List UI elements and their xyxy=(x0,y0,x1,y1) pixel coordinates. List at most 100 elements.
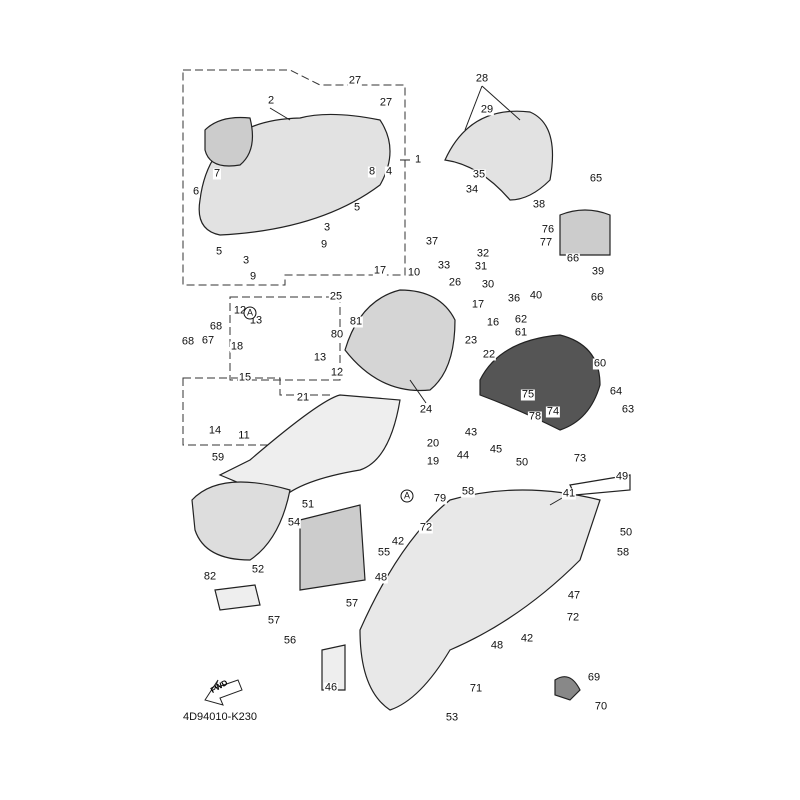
callout-76[interactable]: 76 xyxy=(540,223,556,236)
callout-13[interactable]: 13 xyxy=(248,314,264,327)
callout-4[interactable]: 4 xyxy=(384,165,394,178)
callout-7[interactable]: 7 xyxy=(212,167,222,180)
callout-79[interactable]: 79 xyxy=(432,492,448,505)
callout-17[interactable]: 17 xyxy=(372,264,388,277)
callout-8[interactable]: 8 xyxy=(367,165,377,178)
callout-66[interactable]: 66 xyxy=(589,291,605,304)
callout-25[interactable]: 25 xyxy=(328,290,344,303)
callout-43[interactable]: 43 xyxy=(463,426,479,439)
callout-37[interactable]: 37 xyxy=(424,235,440,248)
callout-12[interactable]: 12 xyxy=(329,366,345,379)
callout-20[interactable]: 20 xyxy=(425,437,441,450)
callout-48[interactable]: 48 xyxy=(373,571,389,584)
callout-68[interactable]: 68 xyxy=(180,335,196,348)
callout-47[interactable]: 47 xyxy=(566,589,582,602)
callout-39[interactable]: 39 xyxy=(590,265,606,278)
callout-3[interactable]: 3 xyxy=(322,221,332,234)
callout-15[interactable]: 15 xyxy=(237,371,253,384)
callout-80[interactable]: 80 xyxy=(329,328,345,341)
callout-70[interactable]: 70 xyxy=(593,700,609,713)
callout-35[interactable]: 35 xyxy=(471,168,487,181)
callout-40[interactable]: 40 xyxy=(528,289,544,302)
callout-52[interactable]: 52 xyxy=(250,563,266,576)
callout-72[interactable]: 72 xyxy=(565,611,581,624)
callout-16[interactable]: 16 xyxy=(485,316,501,329)
callout-22[interactable]: 22 xyxy=(481,348,497,361)
callout-73[interactable]: 73 xyxy=(572,452,588,465)
callout-58[interactable]: 58 xyxy=(460,485,476,498)
callout-13[interactable]: 13 xyxy=(312,351,328,364)
callout-44[interactable]: 44 xyxy=(455,449,471,462)
callout-57[interactable]: 57 xyxy=(266,614,282,627)
callout-45[interactable]: 45 xyxy=(488,443,504,456)
callout-23[interactable]: 23 xyxy=(463,334,479,347)
callout-27[interactable]: 27 xyxy=(347,74,363,87)
callout-56[interactable]: 56 xyxy=(282,634,298,647)
callout-A[interactable]: A xyxy=(400,489,414,503)
callout-12[interactable]: 12 xyxy=(232,304,248,317)
callout-28[interactable]: 28 xyxy=(474,72,490,85)
callout-41[interactable]: 41 xyxy=(561,487,577,500)
callout-50[interactable]: 50 xyxy=(514,456,530,469)
callout-42[interactable]: 42 xyxy=(390,535,406,548)
callout-65[interactable]: 65 xyxy=(588,172,604,185)
callout-66[interactable]: 66 xyxy=(565,252,581,265)
callout-46[interactable]: 46 xyxy=(323,681,339,694)
callout-74[interactable]: 74 xyxy=(545,405,561,418)
callout-18[interactable]: 18 xyxy=(229,340,245,353)
callout-9[interactable]: 9 xyxy=(319,238,329,251)
callout-67[interactable]: 67 xyxy=(200,334,216,347)
callout-11[interactable]: 11 xyxy=(237,429,251,442)
callout-71[interactable]: 71 xyxy=(468,682,484,695)
callout-63[interactable]: 63 xyxy=(620,403,636,416)
callout-48[interactable]: 48 xyxy=(489,639,505,652)
callout-62[interactable]: 62 xyxy=(513,313,529,326)
callout-17[interactable]: 17 xyxy=(470,298,486,311)
callout-58[interactable]: 58 xyxy=(615,546,631,559)
callout-51[interactable]: 51 xyxy=(300,498,316,511)
callout-34[interactable]: 34 xyxy=(464,183,480,196)
callout-55[interactable]: 55 xyxy=(376,546,392,559)
callout-38[interactable]: 38 xyxy=(531,198,547,211)
callout-19[interactable]: 19 xyxy=(425,455,441,468)
callout-10[interactable]: 10 xyxy=(406,266,422,279)
callout-24[interactable]: 24 xyxy=(418,403,434,416)
callout-72[interactable]: 72 xyxy=(418,521,434,534)
callout-5[interactable]: 5 xyxy=(214,245,224,258)
callout-9[interactable]: 9 xyxy=(248,270,258,283)
callout-82[interactable]: 82 xyxy=(202,570,218,583)
callout-69[interactable]: 69 xyxy=(586,671,602,684)
callout-30[interactable]: 30 xyxy=(480,278,496,291)
callout-3[interactable]: 3 xyxy=(241,254,251,267)
callout-64[interactable]: 64 xyxy=(608,385,624,398)
callout-27[interactable]: 27 xyxy=(378,96,394,109)
callout-29[interactable]: 29 xyxy=(479,103,495,116)
callout-61[interactable]: 61 xyxy=(513,326,529,339)
callout-78[interactable]: 78 xyxy=(527,410,543,423)
callout-5[interactable]: 5 xyxy=(352,201,362,214)
callout-2[interactable]: 2 xyxy=(266,94,276,107)
callout-49[interactable]: 49 xyxy=(614,470,630,483)
callout-6[interactable]: 6 xyxy=(191,185,201,198)
callout-32[interactable]: 32 xyxy=(475,247,491,260)
callout-A[interactable]: A xyxy=(243,306,257,320)
callout-54[interactable]: 54 xyxy=(286,516,302,529)
callout-77[interactable]: 77 xyxy=(538,236,554,249)
callout-1[interactable]: 1 xyxy=(413,153,423,166)
callout-68[interactable]: 68 xyxy=(208,320,224,333)
callout-36[interactable]: 36 xyxy=(506,292,522,305)
callout-14[interactable]: 14 xyxy=(207,424,223,437)
callout-59[interactable]: 59 xyxy=(210,451,226,464)
callout-75[interactable]: 75 xyxy=(520,388,536,401)
callout-50[interactable]: 50 xyxy=(618,526,634,539)
callout-26[interactable]: 26 xyxy=(447,276,463,289)
callout-60[interactable]: 60 xyxy=(592,357,608,370)
callout-57[interactable]: 57 xyxy=(344,597,360,610)
callout-42[interactable]: 42 xyxy=(519,632,535,645)
callout-31[interactable]: 31 xyxy=(473,260,489,273)
callout-33[interactable]: 33 xyxy=(436,259,452,272)
fwd-arrow-icon xyxy=(204,679,243,706)
callout-81[interactable]: 81 xyxy=(348,315,364,328)
callout-21[interactable]: 21 xyxy=(295,391,311,404)
callout-53[interactable]: 53 xyxy=(444,711,460,724)
